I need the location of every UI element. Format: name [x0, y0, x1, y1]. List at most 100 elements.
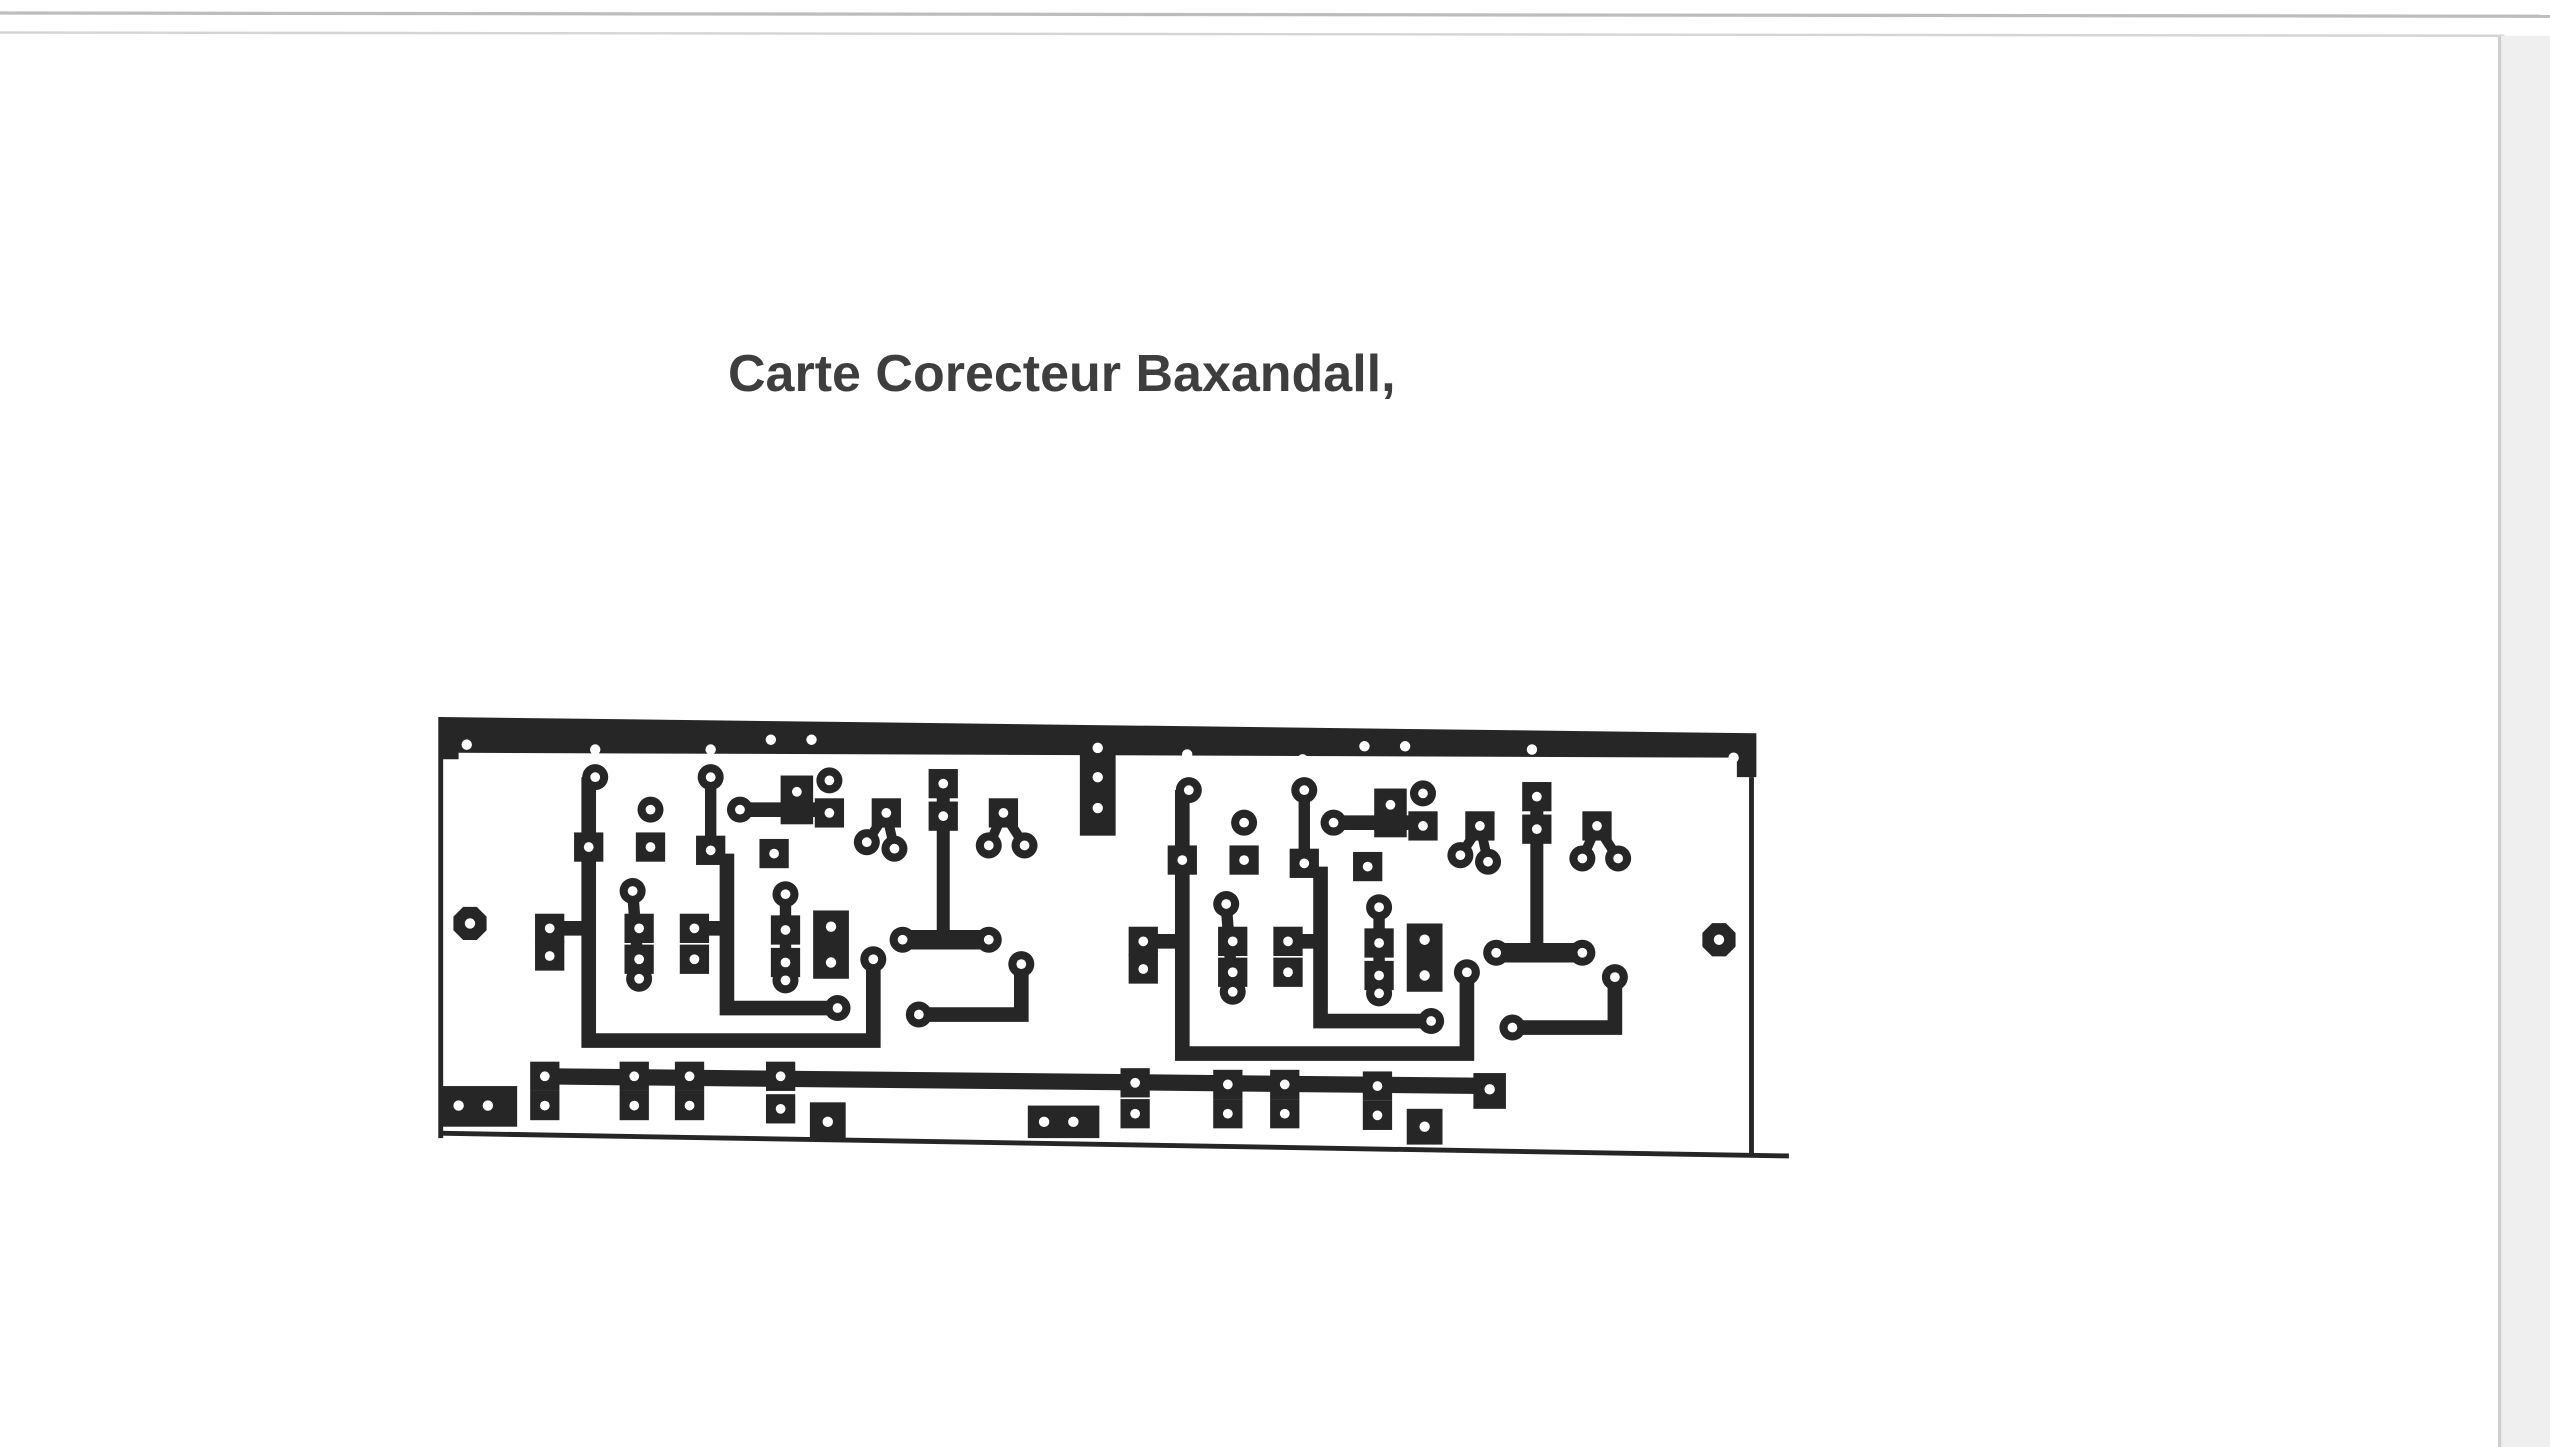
drill-hole [689, 954, 700, 965]
drill-hole [1092, 771, 1103, 783]
drill-hole [824, 808, 835, 818]
drill-hole [1531, 791, 1542, 802]
drill-hole [735, 804, 745, 815]
drill-hole [1130, 1077, 1141, 1088]
board-outline-bottom [439, 1130, 1789, 1159]
drill-hole [705, 845, 716, 856]
drill-hole [1385, 799, 1396, 810]
drill-hole [464, 918, 476, 929]
drill-hole [1092, 742, 1103, 754]
drill-hole [791, 786, 802, 797]
drill-hole [1531, 824, 1542, 835]
drill-hole [1419, 1121, 1430, 1132]
drill-hole [881, 808, 892, 818]
scan-right-edge [2499, 35, 2550, 1447]
drill-hole [1419, 934, 1430, 945]
drill-hole [868, 954, 879, 965]
drill-hole [1299, 785, 1310, 796]
drill-hole [983, 934, 994, 945]
drill-hole [1462, 967, 1472, 978]
drill-hole [1418, 821, 1428, 831]
component-pad [1406, 923, 1443, 992]
drill-hole [544, 923, 555, 934]
drill-hole [539, 1071, 550, 1082]
drill-hole [1491, 947, 1502, 958]
drill-hole [780, 889, 791, 900]
drill-hole [832, 1003, 843, 1013]
drill-hole [684, 1071, 695, 1082]
drill-hole [689, 923, 700, 934]
drill-hole [1183, 785, 1194, 796]
drill-hole [824, 775, 835, 786]
drill-hole [1138, 936, 1149, 947]
drill-hole [861, 837, 872, 848]
drill-hole [1419, 970, 1430, 981]
pcb-layout [438, 716, 1789, 1159]
drill-hole [1181, 749, 1193, 760]
drill-hole [1418, 788, 1428, 799]
drill-hole [1092, 802, 1103, 814]
drill-hole [590, 744, 601, 755]
document-title: Carte Corecteur Baxandall, [728, 345, 1396, 403]
drill-hole [1283, 936, 1293, 947]
drill-hole [1484, 1084, 1495, 1095]
drill-hole [645, 804, 656, 815]
copper-trace [1313, 866, 1432, 1029]
drill-hole [1222, 1079, 1233, 1090]
drill-hole [1374, 938, 1384, 948]
drill-hole [1713, 934, 1725, 945]
scan-edges [0, 11, 2550, 1447]
drill-hole [1362, 861, 1373, 872]
drill-hole [1372, 1110, 1383, 1121]
drill-hole [822, 1116, 833, 1128]
drill-hole [1239, 817, 1249, 828]
drill-hole [1610, 972, 1620, 983]
drill-hole [634, 954, 645, 965]
drill-hole [1372, 1081, 1383, 1091]
drill-hole [897, 934, 908, 945]
drill-hole [482, 1100, 494, 1111]
drill-hole [775, 1103, 786, 1114]
drill-hole [539, 1100, 550, 1111]
drill-hole [1328, 817, 1339, 828]
drill-hole [1283, 967, 1293, 978]
drill-hole [1577, 947, 1588, 958]
drill-hole [1374, 988, 1384, 999]
drill-hole [1016, 959, 1027, 970]
channel-trace [581, 777, 881, 1048]
drill-hole [1475, 821, 1485, 831]
drill-hole [825, 921, 837, 932]
drill-hole [780, 975, 791, 986]
drill-hole [583, 842, 594, 852]
drill-hole [1221, 899, 1232, 909]
drill-hole [806, 734, 817, 745]
drill-hole [684, 1100, 695, 1111]
drill-hole [461, 739, 472, 750]
drill-hole [1227, 967, 1238, 978]
drill-hole [1299, 858, 1310, 869]
drill-hole [1507, 1022, 1518, 1033]
drill-hole [1038, 1116, 1050, 1128]
drill-hole [1279, 1079, 1290, 1090]
copper-trace [1512, 977, 1623, 1035]
drill-hole [1239, 855, 1249, 865]
drill-hole [938, 778, 949, 789]
drill-hole [1728, 752, 1739, 763]
drill-hole [1592, 821, 1602, 831]
drill-hole [1455, 850, 1466, 861]
drill-hole [1374, 902, 1384, 913]
drill-hole [769, 848, 779, 859]
scan-top-edge [0, 11, 2550, 18]
drill-hole [913, 1009, 924, 1020]
drill-hole [634, 973, 645, 984]
drill-hole [453, 1100, 464, 1111]
power-connector [1027, 1105, 1100, 1139]
drill-hole [705, 744, 716, 755]
drill-hole [938, 811, 949, 822]
drill-hole [1359, 741, 1370, 752]
drill-hole [825, 957, 837, 968]
drill-hole [1613, 853, 1624, 864]
drill-hole [780, 957, 791, 968]
drill-hole [590, 772, 601, 783]
